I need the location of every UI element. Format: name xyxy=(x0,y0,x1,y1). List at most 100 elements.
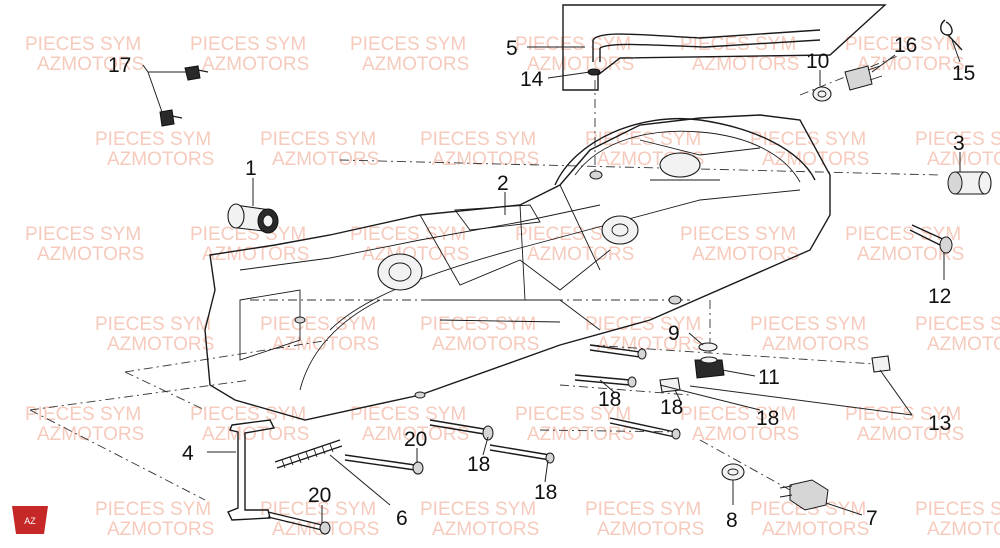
watermark-text: PIECES SYM xyxy=(350,34,466,55)
watermark-text: PIECES SYM xyxy=(420,314,536,335)
watermark-text: PIECES SYM xyxy=(585,499,701,520)
watermark-text: AZMOTORS xyxy=(762,149,869,170)
watermark-text: PIECES SYM xyxy=(845,224,961,245)
watermark-text: PIECES SYM xyxy=(350,224,466,245)
watermark-text: PIECES SYM xyxy=(420,129,536,150)
washer-part-9 xyxy=(698,342,718,352)
watermark-text: AZMOTORS xyxy=(107,519,214,540)
callout-12: 12 xyxy=(928,285,951,308)
callout-4: 4 xyxy=(182,442,194,465)
watermark-text: AZMOTORS xyxy=(272,334,379,355)
callout-13: 13 xyxy=(928,412,951,435)
watermark-text: AZMOTORS xyxy=(597,519,704,540)
watermark-text: AZMOTORS xyxy=(432,149,539,170)
studs-part-18 xyxy=(429,344,681,464)
watermark-text: AZMOTORS xyxy=(692,424,799,445)
watermark-text: PIECES SYM xyxy=(25,224,141,245)
watermark-text: PIECES SYM xyxy=(95,129,211,150)
watermark-text: AZMOTORS xyxy=(762,519,869,540)
watermark-text: AZMOTORS xyxy=(527,424,634,445)
washer-part-8 xyxy=(721,463,745,481)
watermark-text: AZMOTORS xyxy=(202,424,309,445)
callout-14: 14 xyxy=(520,68,544,91)
watermark-text: AZMOTORS xyxy=(107,334,214,355)
watermark-text: AZMOTORS xyxy=(692,244,799,265)
callout-1: 1 xyxy=(245,157,257,180)
callout-18-c: 18 xyxy=(756,407,779,430)
callout-2: 2 xyxy=(497,172,509,195)
watermark-text: AZMOTORS xyxy=(37,244,144,265)
watermark-text: AZMOTORS xyxy=(927,149,1000,170)
watermark-text: AZMOTORS xyxy=(107,149,214,170)
watermark-text: PIECES SYM xyxy=(515,34,631,55)
callout-18-b: 18 xyxy=(660,396,683,419)
watermark-text: AZMOTORS xyxy=(857,54,964,75)
callout-18-d: 18 xyxy=(467,453,490,476)
callout-20-b: 20 xyxy=(308,484,331,507)
watermark-text: PIECES SYM xyxy=(915,314,1000,335)
watermark-text: PIECES SYM xyxy=(515,404,631,425)
hose-part-5 xyxy=(562,4,887,91)
bushing-part-1 xyxy=(227,203,279,234)
brand-logo: AZ xyxy=(12,506,48,534)
callout-6: 6 xyxy=(396,507,408,530)
watermark-text: PIECES SYM xyxy=(915,129,1000,150)
callout-18-e: 18 xyxy=(534,481,557,504)
callout-20-a: 20 xyxy=(404,428,427,451)
watermark-text: AZMOTORS xyxy=(927,519,1000,540)
callout-11: 11 xyxy=(758,366,780,389)
bolt-part-12 xyxy=(909,224,953,254)
watermark-text: AZMOTORS xyxy=(432,334,539,355)
crankcase-part-2 xyxy=(204,114,831,421)
watermark-text: PIECES SYM xyxy=(260,314,376,335)
watermark-text: PIECES SYM xyxy=(25,34,141,55)
callout-9: 9 xyxy=(668,322,680,345)
watermark-text: PIECES SYM xyxy=(25,404,141,425)
callout-17: 17 xyxy=(108,54,131,77)
callout-10: 10 xyxy=(806,50,829,73)
callout-3: 3 xyxy=(953,132,965,155)
watermark-text: PIECES SYM xyxy=(95,499,211,520)
watermark-text: AZMOTORS xyxy=(762,334,869,355)
watermark-text: PIECES SYM xyxy=(260,499,376,520)
watermark-text: AZMOTORS xyxy=(362,54,469,75)
assembly-guide-lines xyxy=(29,54,941,501)
drain-bolt-part-16 xyxy=(844,65,883,91)
callout-15: 15 xyxy=(952,62,975,85)
watermark-text: AZMOTORS xyxy=(527,244,634,265)
clip-part-15 xyxy=(940,19,963,51)
watermark-text: PIECES SYM xyxy=(845,404,961,425)
watermark-text: PIECES SYM xyxy=(585,129,701,150)
watermark-text: AZMOTORS xyxy=(927,334,1000,355)
bolts-part-17 xyxy=(159,65,209,127)
watermark-text: PIECES SYM xyxy=(585,314,701,335)
watermark-text: AZMOTORS xyxy=(362,424,469,445)
callout-16: 16 xyxy=(894,34,917,57)
bolts-part-20 xyxy=(267,454,424,535)
watermark-text: AZMOTORS xyxy=(272,149,379,170)
watermark-text: PIECES SYM xyxy=(260,129,376,150)
watermark-text: AZMOTORS xyxy=(37,424,144,445)
callout-7: 7 xyxy=(866,507,878,530)
watermark-text: PIECES SYM xyxy=(190,34,306,55)
watermark-text: AZMOTORS xyxy=(202,244,309,265)
watermark-text: AZMOTORS xyxy=(432,519,539,540)
watermark-text: PIECES SYM xyxy=(420,499,536,520)
watermark-text: AZMOTORS xyxy=(202,54,309,75)
watermark-text: PIECES SYM xyxy=(915,499,1000,520)
watermark-text: PIECES SYM xyxy=(190,224,306,245)
watermark-text: AZMOTORS xyxy=(37,54,144,75)
spring-part-6 xyxy=(274,439,343,469)
watermark-text: AZMOTORS xyxy=(857,424,964,445)
watermark-text: AZMOTORS xyxy=(692,54,799,75)
watermark-text: PIECES SYM xyxy=(95,314,211,335)
callout-5: 5 xyxy=(506,37,518,60)
watermark-text: AZMOTORS xyxy=(527,54,634,75)
washer-part-10 xyxy=(812,86,832,102)
watermark-text: PIECES SYM xyxy=(680,404,796,425)
watermark-text: PIECES SYM xyxy=(680,224,796,245)
watermark-text: PIECES SYM xyxy=(350,404,466,425)
watermark-text: PIECES SYM xyxy=(190,404,306,425)
